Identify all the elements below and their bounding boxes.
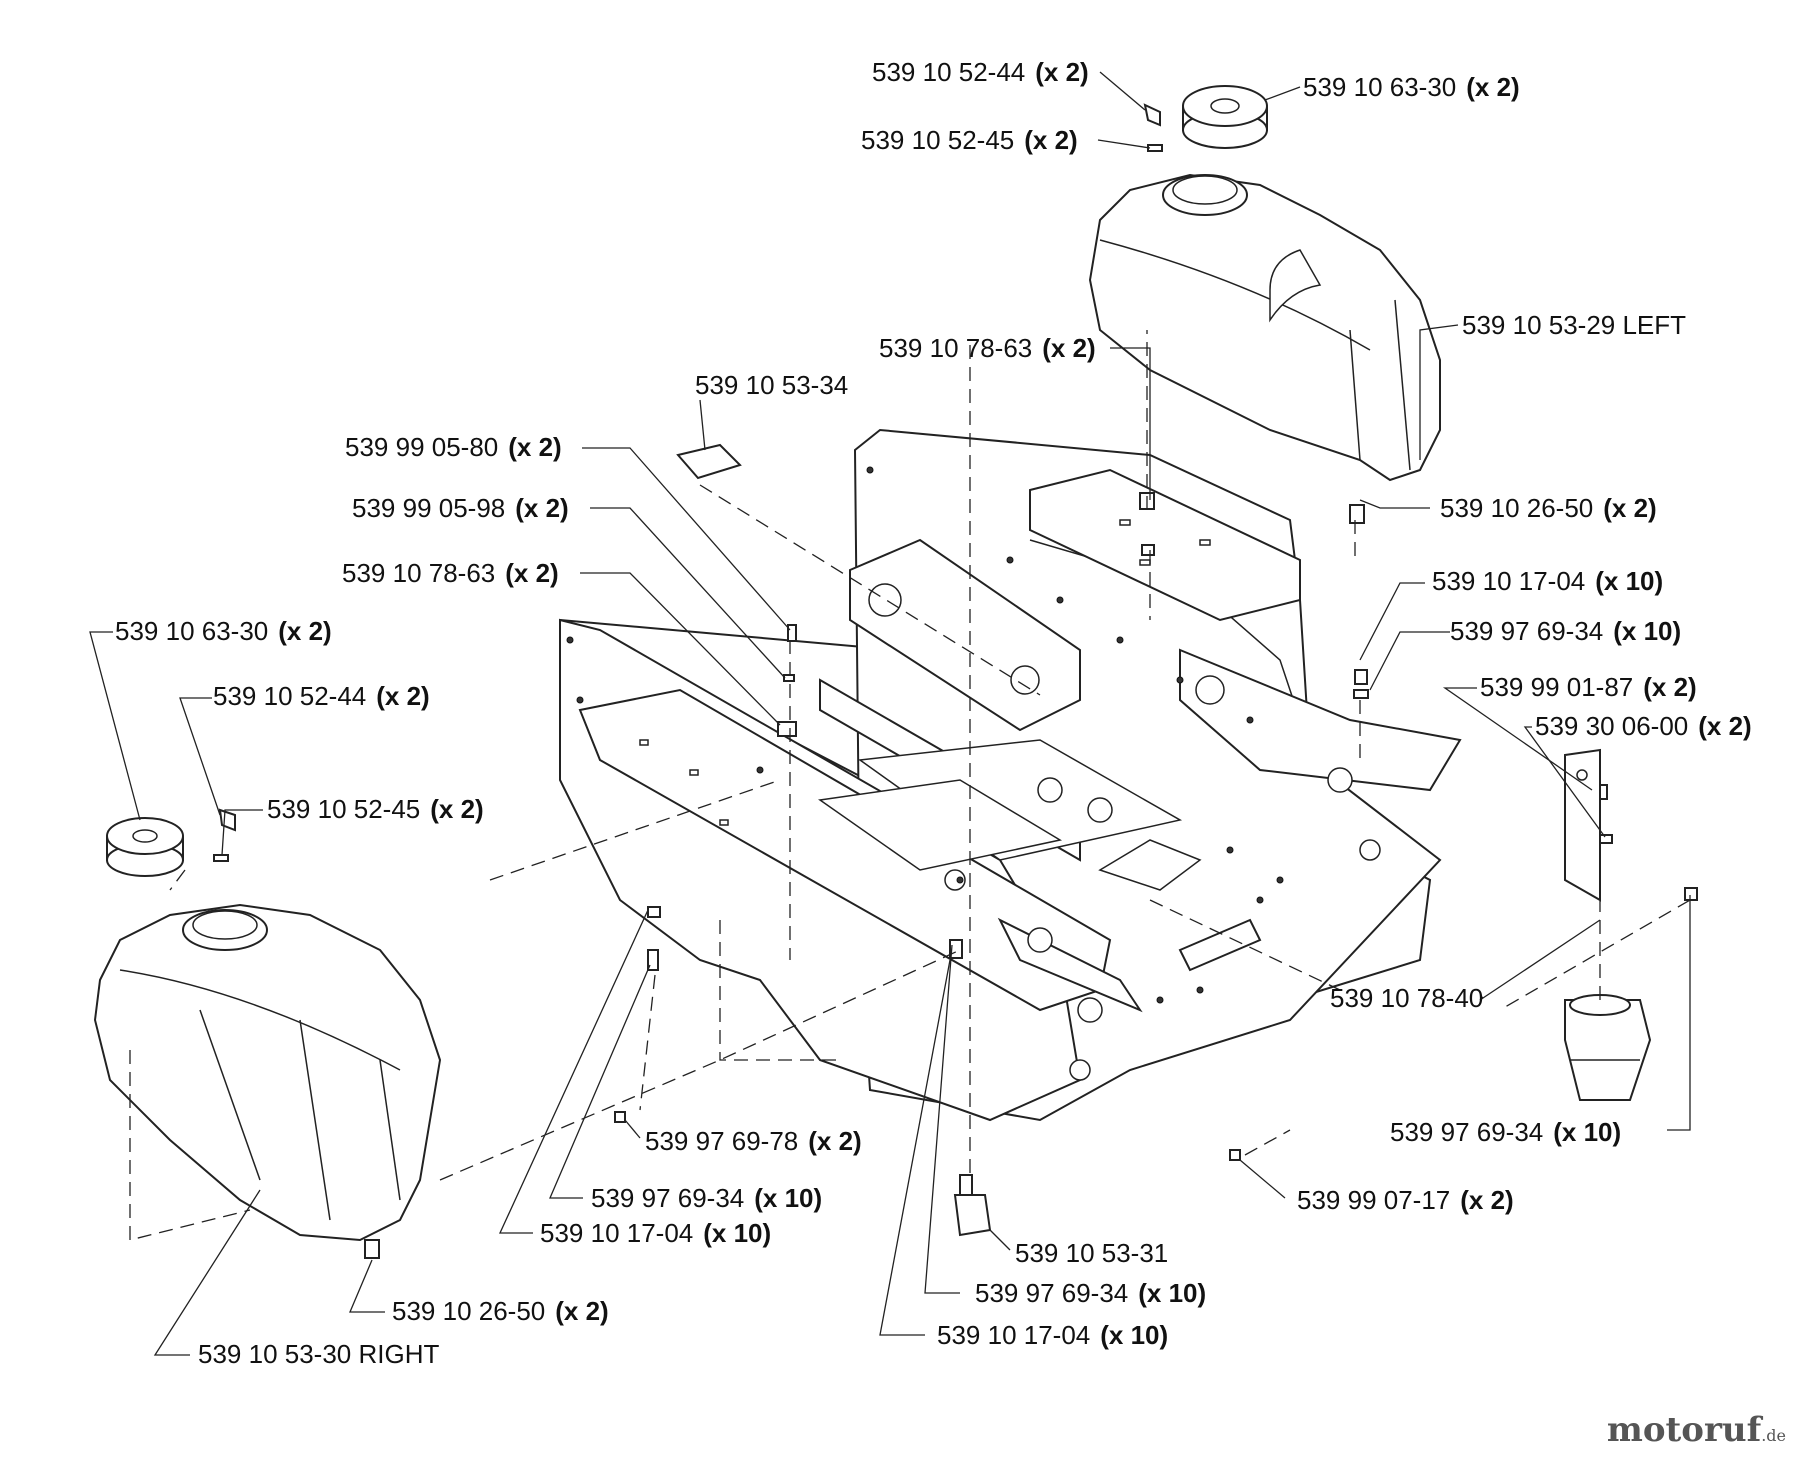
fuel-cap-lower [106,817,184,877]
part-label: 539 97 69-34 (x 10) [1390,1117,1621,1147]
part-number: 539 10 26-50 [392,1296,546,1326]
part-quantity: (x 10) [703,1218,772,1248]
part-number: 539 97 69-34 [1450,616,1604,646]
leader-lines [89,71,1691,1356]
part-label: 539 97 69-34 (x 10) [975,1278,1206,1308]
part-label: 539 10 17-04 (x 10) [540,1218,771,1248]
part-label: 539 10 63-30 (x 2) [1303,72,1520,102]
watermark-logo: motoruf.de [1607,1410,1786,1450]
part-label: 539 10 52-44 (x 2) [213,681,430,711]
part-number: 539 99 07-17 [1297,1185,1451,1215]
part-quantity: (x 10) [754,1183,823,1213]
part-label: 539 99 07-17 (x 2) [1297,1185,1514,1215]
part-number: 539 10 52-44 [213,681,367,711]
vent-fitting-lower [213,808,236,862]
part-label: 539 10 78-63 (x 2) [879,333,1096,363]
part-label: 539 10 52-45 (x 2) [267,794,484,824]
part-quantity: (x 10) [1100,1320,1169,1350]
part-quantity: (x 2) [1035,57,1089,87]
part-label: 539 99 05-80 (x 2) [345,432,562,462]
vent-fitting-upper [1143,103,1163,152]
part-label: 539 10 78-63 (x 2) [342,558,559,588]
watermark-tld: .de [1761,1426,1786,1445]
part-number: 539 10 26-50 [1440,493,1594,523]
part-number: 539 10 53-30 RIGHT [198,1339,440,1369]
part-number: 539 10 52-45 [267,794,421,824]
part-quantity: (x 2) [430,794,484,824]
part-quantity: (x 2) [515,493,569,523]
part-number: 539 10 78-40 [1330,983,1484,1013]
part-label: 539 10 52-45 (x 2) [861,125,1078,155]
part-quantity: (x 10) [1613,616,1682,646]
part-label: 539 10 53-34 [695,370,848,400]
part-number: 539 10 17-04 [1432,566,1586,596]
part-quantity: (x 2) [1466,72,1520,102]
part-quantity: (x 2) [555,1296,609,1326]
watermark-brand: motoruf [1606,1410,1762,1450]
part-number: 539 10 17-04 [540,1218,694,1248]
part-quantity: (x 2) [1460,1185,1514,1215]
part-quantity: (x 2) [1643,672,1697,702]
fuel-cap-upper [1182,85,1268,149]
fuel-tank-left [1088,173,1441,482]
part-number: 539 99 05-80 [345,432,499,462]
part-number: 539 97 69-78 [645,1126,799,1156]
part-label: 539 10 17-04 (x 10) [1432,566,1663,596]
part-label: 539 10 78-40 [1330,983,1483,1013]
part-number: 539 10 63-30 [115,616,269,646]
part-label: 539 10 52-44 (x 2) [872,57,1089,87]
part-quantity: (x 10) [1553,1117,1622,1147]
part-label: 539 97 69-78 (x 2) [645,1126,862,1156]
part-label: 539 99 05-98 (x 2) [352,493,569,523]
frame-chassis [559,428,1462,1122]
part-number: 539 99 05-98 [352,493,506,523]
part-label: 539 97 69-34 (x 10) [591,1183,822,1213]
part-quantity: (x 2) [505,558,559,588]
part-label: 539 10 53-31 [1015,1238,1168,1268]
part-quantity: (x 10) [1595,566,1664,596]
part-number: 539 10 52-45 [861,125,1015,155]
part-label: 539 30 06-00 (x 2) [1535,711,1752,741]
part-number: 539 10 52-44 [872,57,1026,87]
part-number: 539 97 69-34 [975,1278,1129,1308]
part-quantity: (x 2) [278,616,332,646]
part-label: 539 10 53-29 LEFT [1462,310,1686,340]
part-number: 539 10 78-63 [879,333,1033,363]
part-label: 539 10 26-50 (x 2) [1440,493,1657,523]
part-quantity: (x 10) [1138,1278,1207,1308]
part-label: 539 97 69-34 (x 10) [1450,616,1681,646]
part-number: 539 10 17-04 [937,1320,1091,1350]
part-number: 539 10 78-63 [342,558,496,588]
part-label: 539 10 17-04 (x 10) [937,1320,1168,1350]
part-label: 539 10 53-30 RIGHT [198,1339,439,1369]
part-number: 539 30 06-00 [1535,711,1689,741]
part-label: 539 10 26-50 (x 2) [392,1296,609,1326]
part-label: 539 10 63-30 (x 2) [115,616,332,646]
part-number: 539 97 69-34 [591,1183,745,1213]
part-number: 539 10 63-30 [1303,72,1457,102]
fuel-tank-right [93,903,442,1242]
hardware [364,443,1698,1259]
part-quantity: (x 2) [1042,333,1096,363]
part-quantity: (x 2) [1024,125,1078,155]
part-number: 539 10 53-31 [1015,1238,1169,1268]
part-quantity: (x 2) [1603,493,1657,523]
part-quantity: (x 2) [808,1126,862,1156]
part-number: 539 97 69-34 [1390,1117,1544,1147]
part-number: 539 10 53-29 LEFT [1462,310,1687,340]
part-quantity: (x 2) [508,432,562,462]
part-quantity: (x 2) [376,681,430,711]
part-label: 539 99 01-87 (x 2) [1480,672,1697,702]
part-number: 539 10 53-34 [695,370,849,400]
part-quantity: (x 2) [1698,711,1752,741]
assembly-lines [129,330,1691,1241]
part-number: 539 99 01-87 [1480,672,1634,702]
